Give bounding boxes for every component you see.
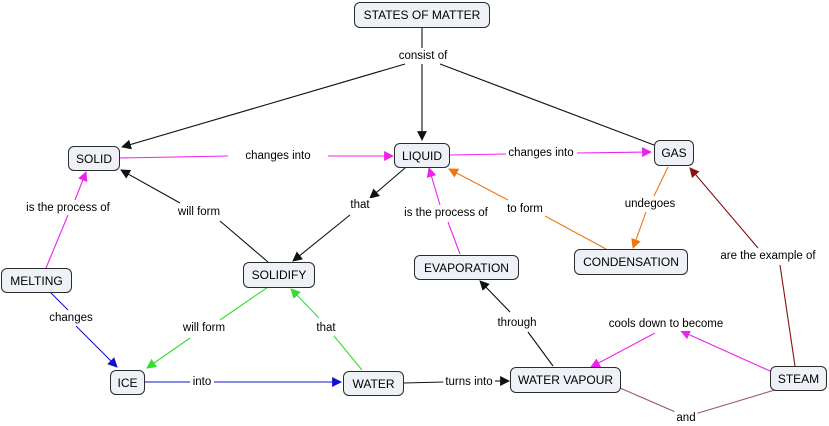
edge-steam-cools — [680, 330, 771, 372]
link-through: through — [495, 316, 539, 330]
edge-willform-solid — [120, 169, 181, 204]
link-will-form-2: will form — [180, 321, 228, 335]
edge-example-gas — [689, 167, 759, 249]
edge-process-solid — [74, 171, 88, 201]
node-gas[interactable]: GAS — [654, 140, 694, 166]
link-are-example-of: are the example of — [718, 249, 818, 263]
link-changes: changes — [47, 311, 95, 325]
node-melting[interactable]: MELTING — [1, 268, 72, 293]
edge-evap-process — [447, 221, 461, 255]
edge-consist-to-solid — [121, 63, 406, 150]
link-turns-into: turns into — [443, 375, 495, 389]
edge-liquid-that — [369, 167, 406, 199]
edge-vapour-and — [619, 387, 681, 415]
link-that-2: that — [314, 321, 338, 335]
link-is-process-of-1: is the process of — [24, 201, 112, 215]
edge-melting-process — [45, 214, 69, 269]
link-undegoes: undegoes — [622, 197, 678, 211]
edge-solidify-willform2 — [219, 286, 269, 321]
edge-solidify-willform — [219, 220, 269, 263]
edge-that-solidify — [292, 214, 351, 262]
node-steam[interactable]: STEAM — [770, 366, 827, 391]
node-solid[interactable]: SOLID — [68, 146, 120, 171]
edge-changes-gas — [576, 147, 652, 158]
node-solidify[interactable]: SOLIDIFY — [243, 262, 315, 288]
edge-cools-vapour — [590, 332, 656, 368]
edge-water-turns — [403, 381, 445, 384]
edge-melting-changes — [47, 289, 69, 311]
edge-condensation-toform — [544, 215, 607, 250]
node-ice[interactable]: ICE — [110, 370, 145, 395]
link-is-process-of-2: is the process of — [402, 206, 490, 220]
edge-gas-undegoes — [653, 166, 669, 197]
node-water[interactable]: WATER — [343, 371, 404, 396]
node-evaporation[interactable]: EVAPORATION — [414, 255, 519, 280]
link-changes-into-2: changes into — [506, 146, 576, 160]
edge-willform2-ice — [146, 337, 191, 369]
link-changes-into-1: changes into — [243, 149, 313, 163]
edge-toform-liquid — [448, 168, 509, 201]
node-water-vapour[interactable]: WATER VAPOUR — [510, 367, 621, 393]
edge-vapour-through — [527, 331, 554, 367]
link-that-1: that — [348, 198, 372, 212]
edge-liquid-changes — [449, 153, 507, 156]
link-cools-down: cools down to become — [606, 317, 726, 331]
edge-and-steam — [694, 388, 779, 415]
node-condensation[interactable]: CONDENSATION — [574, 249, 688, 275]
edge-process-liquid — [426, 167, 441, 206]
link-to-form: to form — [505, 202, 545, 216]
link-will-form-1: will form — [175, 205, 223, 219]
edge-through-evap — [479, 280, 511, 313]
link-into: into — [190, 375, 214, 389]
edge-water-that — [333, 335, 363, 371]
edge-changes-ice — [75, 325, 118, 368]
edge-that-solidify2 — [290, 288, 320, 319]
node-states-of-matter[interactable]: STATES OF MATTER — [354, 2, 490, 28]
edge-consist-to-gas — [439, 63, 655, 146]
node-liquid[interactable]: LIQUID — [394, 143, 450, 168]
link-consist-of: consist of — [396, 49, 450, 63]
edge-steam-example — [779, 264, 796, 367]
edge-solid-changes — [119, 155, 229, 159]
edge-undegoes-condensation — [631, 211, 647, 249]
link-and: and — [674, 411, 698, 425]
